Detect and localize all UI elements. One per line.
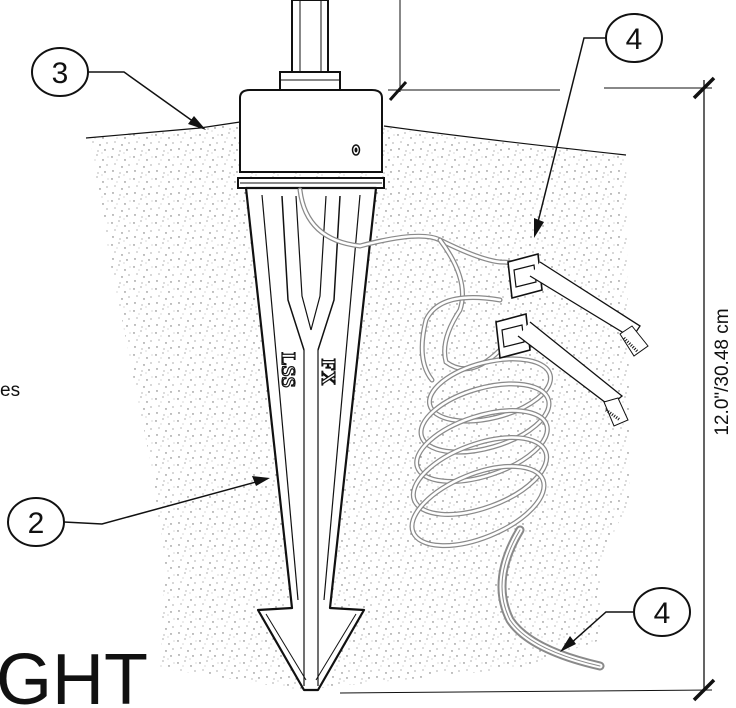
callout-4-top-label: 4 [626,23,643,56]
fixture-cable [297,187,605,671]
callout-4-bottom-label: 4 [654,597,671,630]
dimension-tick-mark [388,81,408,101]
stake-collar [237,89,385,189]
callout-4-bottom: 4 [560,587,691,652]
stake-marking-right: FX [317,359,339,386]
callout-2-label: 2 [28,507,45,540]
stake-marking-left: LSS [277,352,299,388]
fixture-pole [279,0,341,91]
callout-2: 2 [7,476,270,547]
soil-area [90,122,630,690]
callout-3-label: 3 [52,57,69,90]
callout-3: 3 [31,47,206,130]
callout-4-top: 4 [534,13,663,238]
cropped-side-text: es [0,380,20,401]
height-dimension [339,76,716,702]
ground-stake [244,186,378,692]
cropped-title-fragment: GHT [0,640,148,708]
wire-connector-lower [495,312,629,427]
height-dimension-label: 12.0"/30.48 cm [712,308,733,435]
wire-connector-upper [507,252,649,357]
